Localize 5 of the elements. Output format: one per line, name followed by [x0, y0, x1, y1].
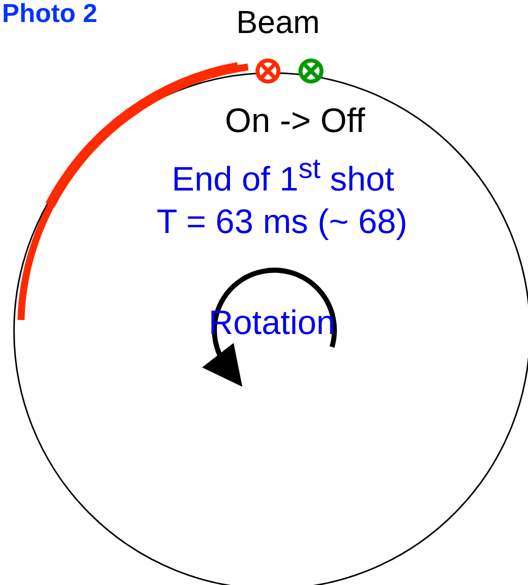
title: Photo 2 [2, 0, 98, 26]
state-label: On -> Off [224, 104, 366, 138]
time-label: T = 63 ms (~ 68) [156, 205, 408, 239]
beam-label: Beam [236, 6, 320, 38]
shot-label: End of 1$^{st}$ shot [172, 155, 394, 196]
